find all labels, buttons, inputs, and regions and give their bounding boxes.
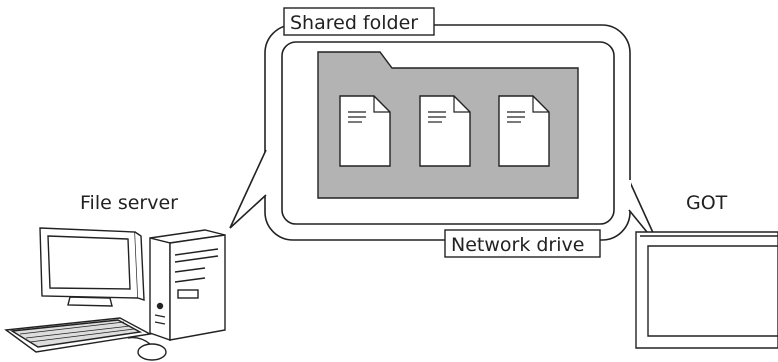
network-drive-label: Network drive [451, 234, 584, 256]
shared-folder-tag: Shared folder [283, 7, 435, 36]
shared-folder-label: Shared folder [290, 12, 418, 34]
network-drive-tag: Network drive [444, 229, 601, 258]
file-server-computer-icon [4, 227, 226, 361]
file-server-label: File server [80, 192, 178, 214]
document-icon [339, 95, 391, 167]
got-label: GOT [686, 192, 728, 214]
got-panel-icon [635, 231, 778, 349]
document-icon [498, 95, 550, 167]
document-icon [419, 95, 471, 167]
